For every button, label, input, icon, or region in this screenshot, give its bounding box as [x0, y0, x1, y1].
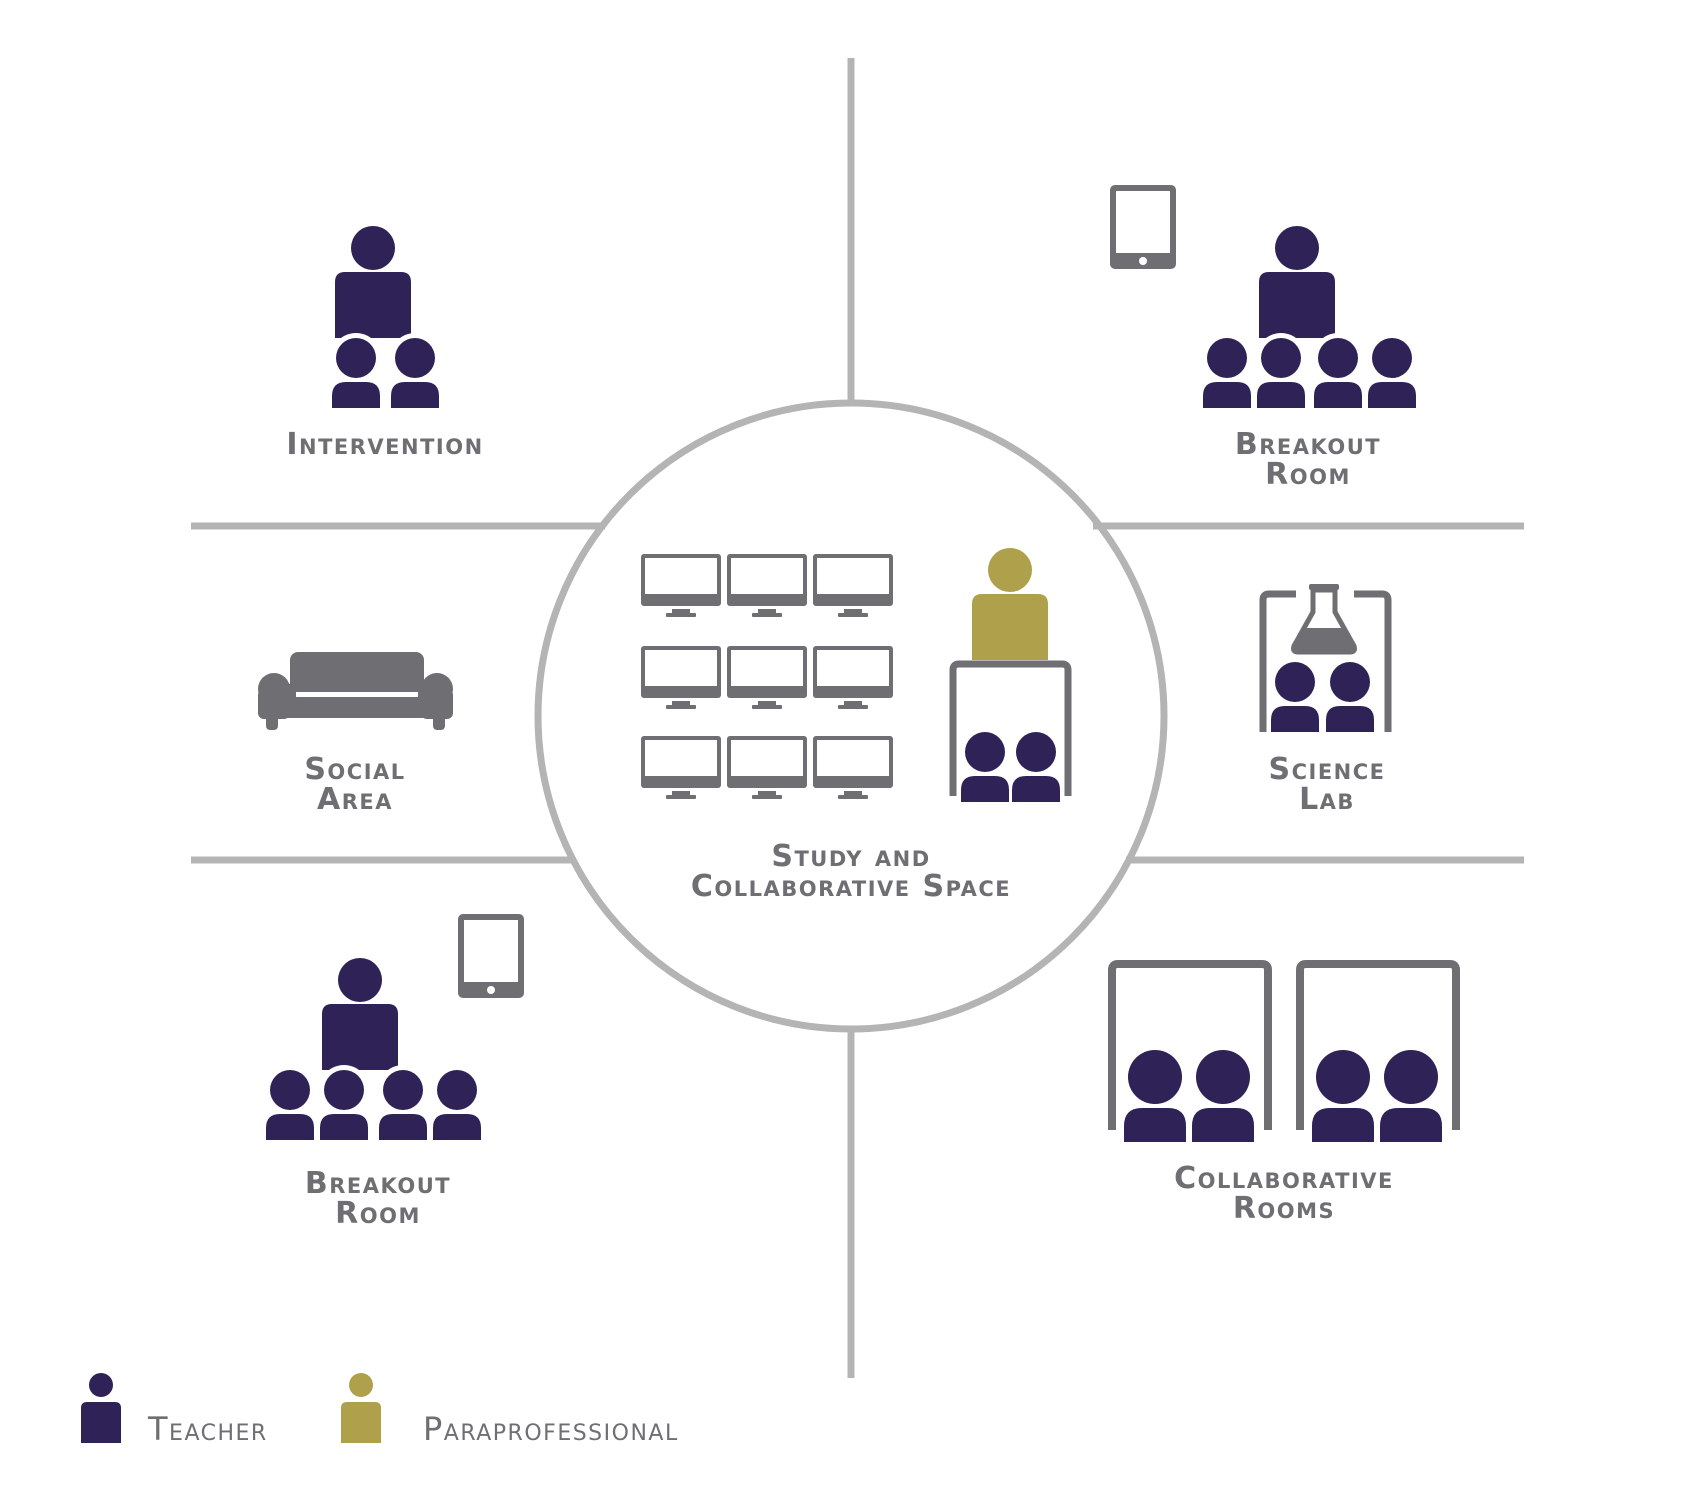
dividers — [191, 58, 1524, 1378]
zone-breakout-top: Breakout Room — [1110, 185, 1417, 492]
zone-label-breakout-bottom-1: Breakout — [305, 1166, 451, 1201]
zone-label-social-2: Area — [317, 782, 393, 817]
zone-label-collaborative-2: Rooms — [1233, 1191, 1335, 1226]
monitor-icon — [727, 554, 807, 617]
zone-label-breakout-top-1: Breakout — [1235, 427, 1381, 462]
center-room-outline — [949, 660, 1072, 796]
monitor-icon — [813, 736, 893, 799]
zone-label-center-1: Study and — [771, 839, 930, 874]
legend-teacher: Teacher — [81, 1373, 268, 1448]
lab-room-outline — [1259, 590, 1392, 732]
zone-label-breakout-top-2: Room — [1265, 457, 1351, 492]
zone-intervention: Intervention — [286, 226, 483, 462]
paraprofessional-icon — [972, 548, 1048, 660]
legend-label-paraprofessional: Paraprofessional — [423, 1410, 679, 1448]
sofa-icon — [258, 652, 453, 730]
zone-collaborative: Collaborative Rooms — [1108, 960, 1460, 1226]
zone-breakout-bottom: Breakout Room — [265, 914, 524, 1231]
monitor-icon — [727, 736, 807, 799]
teacher-icon — [322, 958, 398, 1070]
teacher-icon — [81, 1373, 121, 1443]
student-icon — [961, 732, 1009, 802]
teacher-icon — [1259, 226, 1335, 338]
student-icon — [1326, 662, 1374, 732]
paraprofessional-icon — [341, 1373, 381, 1443]
tablet-icon — [1110, 185, 1176, 269]
student-icon — [1192, 1050, 1254, 1142]
legend-paraprofessional: Paraprofessional — [341, 1373, 679, 1448]
legend: Teacher Paraprofessional — [81, 1373, 679, 1448]
zone-social: Social Area — [258, 652, 453, 817]
zone-label-center-2: Collaborative Space — [691, 869, 1011, 904]
zone-label-intervention: Intervention — [286, 427, 483, 462]
legend-label-teacher: Teacher — [147, 1410, 268, 1448]
student-icon — [1312, 1050, 1374, 1142]
zone-label-collaborative-1: Collaborative — [1174, 1161, 1394, 1196]
student-icon — [1380, 1050, 1442, 1142]
zone-label-breakout-bottom-2: Room — [335, 1196, 421, 1231]
monitor-icon — [813, 646, 893, 709]
zone-science: Science Lab — [1259, 584, 1392, 817]
monitor-grid — [641, 554, 893, 799]
zone-label-social-1: Social — [304, 752, 405, 787]
monitor-icon — [641, 736, 721, 799]
collab-room-outline — [1296, 960, 1460, 1130]
flask-icon — [1291, 584, 1357, 655]
zone-label-science-2: Lab — [1299, 782, 1355, 817]
zone-label-science-1: Science — [1268, 752, 1385, 787]
student-icon — [1012, 732, 1060, 802]
center-circle — [534, 399, 1168, 1033]
monitor-icon — [727, 646, 807, 709]
monitor-icon — [641, 646, 721, 709]
tablet-icon — [458, 914, 524, 998]
zone-center: Study and Collaborative Space — [641, 548, 1072, 904]
student-icon — [1124, 1050, 1186, 1142]
collab-room-outline — [1108, 960, 1272, 1130]
student-icon — [1271, 662, 1319, 732]
monitor-icon — [641, 554, 721, 617]
teacher-icon — [335, 226, 411, 338]
monitor-icon — [813, 554, 893, 617]
